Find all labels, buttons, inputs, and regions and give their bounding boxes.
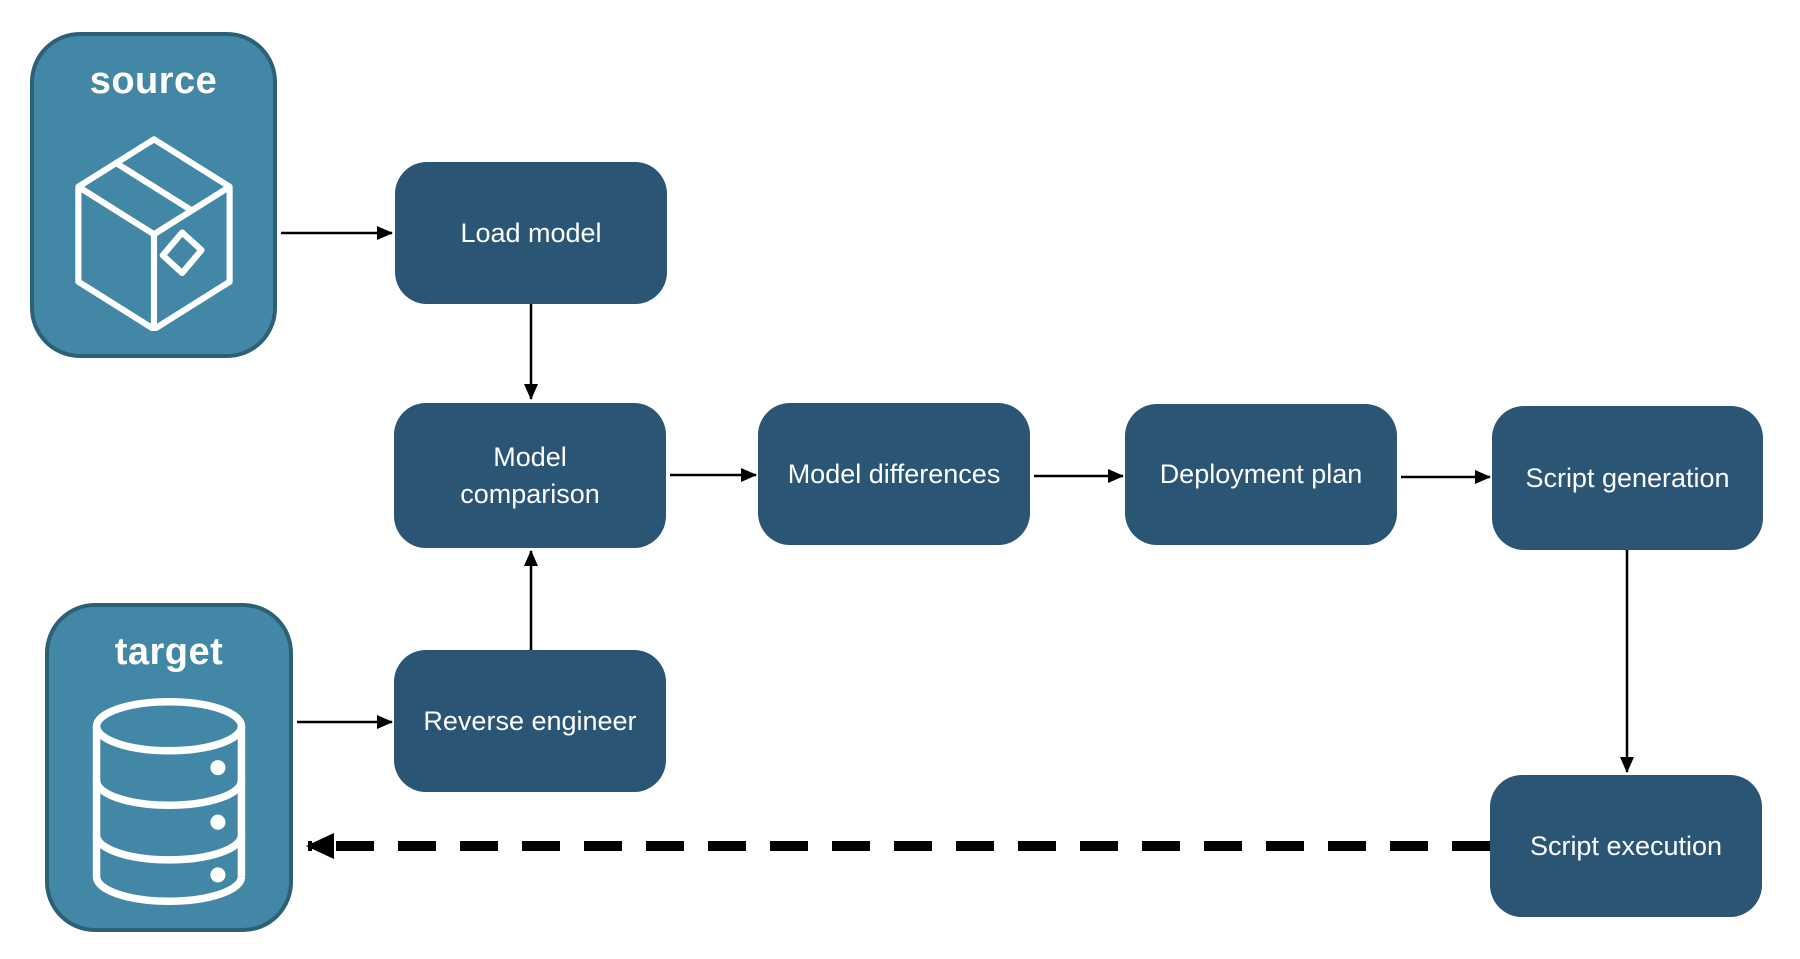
source-label: source [89, 60, 218, 102]
package-icon [34, 103, 273, 354]
node-reverse-engineer: Reverse engineer [394, 650, 666, 792]
target-label: target [114, 631, 224, 673]
source-container: source [30, 32, 277, 358]
node-script-generation: Script generation [1492, 406, 1763, 550]
node-deployment-plan: Deployment plan [1125, 404, 1397, 545]
node-model-comparison: Model comparison [394, 403, 666, 548]
node-model-differences: Model differences [758, 403, 1030, 545]
database-icon [49, 674, 289, 928]
node-load-model: Load model [395, 162, 667, 304]
node-script-execution: Script execution [1490, 775, 1762, 917]
target-container: target [45, 603, 293, 932]
